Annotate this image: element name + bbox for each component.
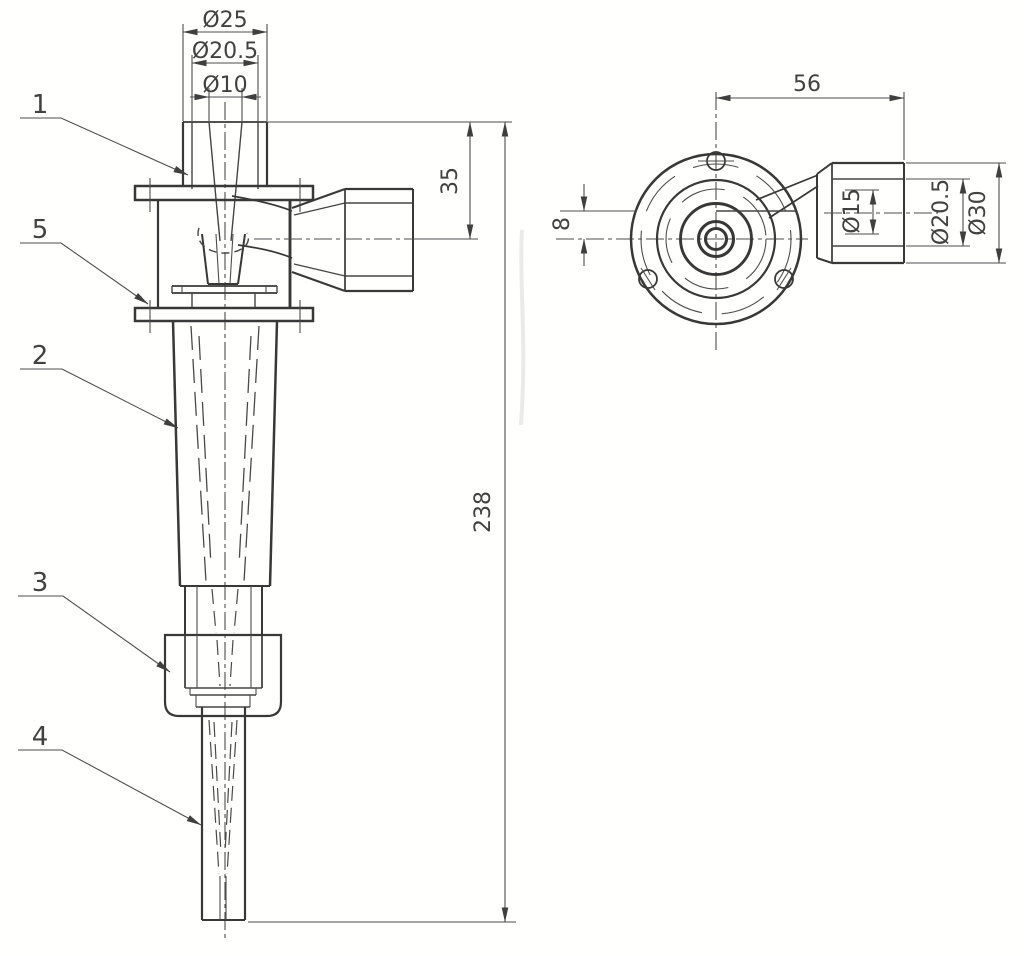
hidden-taper (229, 639, 234, 687)
hidden-taper (216, 639, 221, 687)
nozzle-ring-circle (696, 219, 736, 259)
part-number-2: 2 (32, 341, 49, 371)
hidden-taper (243, 325, 260, 583)
flare-edge (816, 257, 833, 264)
bottom-flange (133, 300, 315, 333)
scan-crease (519, 229, 526, 426)
inlet-stub-front (254, 187, 478, 293)
bolt-tick (776, 267, 792, 291)
flange-outer-circle (629, 152, 803, 326)
taper-line (208, 121, 217, 200)
leader-line-1 (20, 117, 189, 176)
side-dimensions: 56 8 Ø15 Ø20.5 Ø30 (550, 72, 1006, 266)
hidden-taper (233, 588, 239, 634)
cone-edge (291, 271, 346, 292)
chamber-circle (679, 202, 753, 276)
dim-label-35: 35 (438, 167, 463, 195)
hidden-taper (226, 719, 238, 875)
seat-circle (665, 188, 767, 290)
flange-plate (133, 306, 315, 323)
inlet-pipe-side (816, 161, 938, 265)
front-length-dimensions: 35 238 (248, 121, 516, 923)
cup-wall (201, 233, 209, 285)
hidden-taper (208, 719, 220, 875)
tangent-line (755, 174, 819, 201)
raised-face-circle (640, 163, 792, 315)
flare-edge (816, 162, 833, 175)
dim-label-8: 8 (550, 217, 575, 231)
taper-line (234, 121, 243, 200)
scroll-curve (237, 244, 293, 259)
dim-label-d20-5: Ø20.5 (192, 39, 258, 64)
cone-edge (291, 188, 346, 209)
cone-wall (268, 320, 279, 587)
vortex-hidden-arc (197, 227, 249, 254)
leader-line-5 (20, 242, 149, 305)
dim-label-d20-5-side: Ø20.5 (929, 179, 954, 245)
part-number-1: 1 (32, 90, 49, 120)
body-circle (655, 178, 777, 300)
outlet-tube (200, 707, 247, 921)
cup-inner (229, 233, 234, 285)
part-callouts: 1 5 2 3 4 (18, 90, 202, 826)
bolt-tick (640, 267, 656, 291)
dim-label-d25: Ø25 (202, 8, 247, 33)
tangent-line (768, 185, 819, 219)
hidden-taper (224, 721, 233, 855)
front-top-dimensions: Ø25 Ø20.5 Ø10 (182, 8, 268, 121)
collar-nut (163, 633, 283, 718)
bolt-hole (638, 269, 658, 289)
hidden-taper (213, 721, 222, 855)
cone-bore (293, 202, 346, 216)
cone-bore (293, 263, 346, 277)
neck (184, 586, 263, 635)
orifice-circle (703, 226, 729, 252)
cone-wall (171, 320, 182, 587)
hidden-taper (238, 335, 252, 567)
hidden-taper (198, 335, 212, 567)
scroll-curve (231, 195, 293, 212)
part-number-5: 5 (32, 215, 49, 245)
collar-outline (163, 633, 283, 718)
nozzle-line (215, 198, 221, 242)
top-flange (133, 178, 315, 212)
flange-plate (133, 184, 315, 202)
leader-line-4 (18, 749, 202, 826)
leader-line-3 (18, 595, 171, 673)
dim-label-d15: Ø15 (840, 188, 865, 233)
bolt-hole (774, 269, 794, 289)
part-number-4: 4 (32, 722, 49, 752)
part-number-3: 3 (32, 568, 49, 598)
side-view: 56 8 Ø15 Ø20.5 Ø30 (550, 72, 1006, 350)
cup-wall (237, 233, 246, 285)
dim-label-d10: Ø10 (202, 73, 247, 98)
cone-body (171, 320, 279, 587)
hidden-taper (190, 325, 207, 583)
front-view: Ø25 Ø20.5 Ø10 (18, 8, 516, 938)
dim-label-238: 238 (471, 491, 496, 533)
nozzle-line (230, 198, 236, 242)
dim-label-d30: Ø30 (966, 190, 991, 235)
flange-face (629, 151, 819, 326)
cup-inner (215, 233, 220, 285)
hidden-taper (211, 588, 217, 634)
leader-line-2 (20, 368, 179, 429)
vortex-chamber (156, 195, 293, 308)
dim-label-56: 56 (793, 72, 821, 97)
